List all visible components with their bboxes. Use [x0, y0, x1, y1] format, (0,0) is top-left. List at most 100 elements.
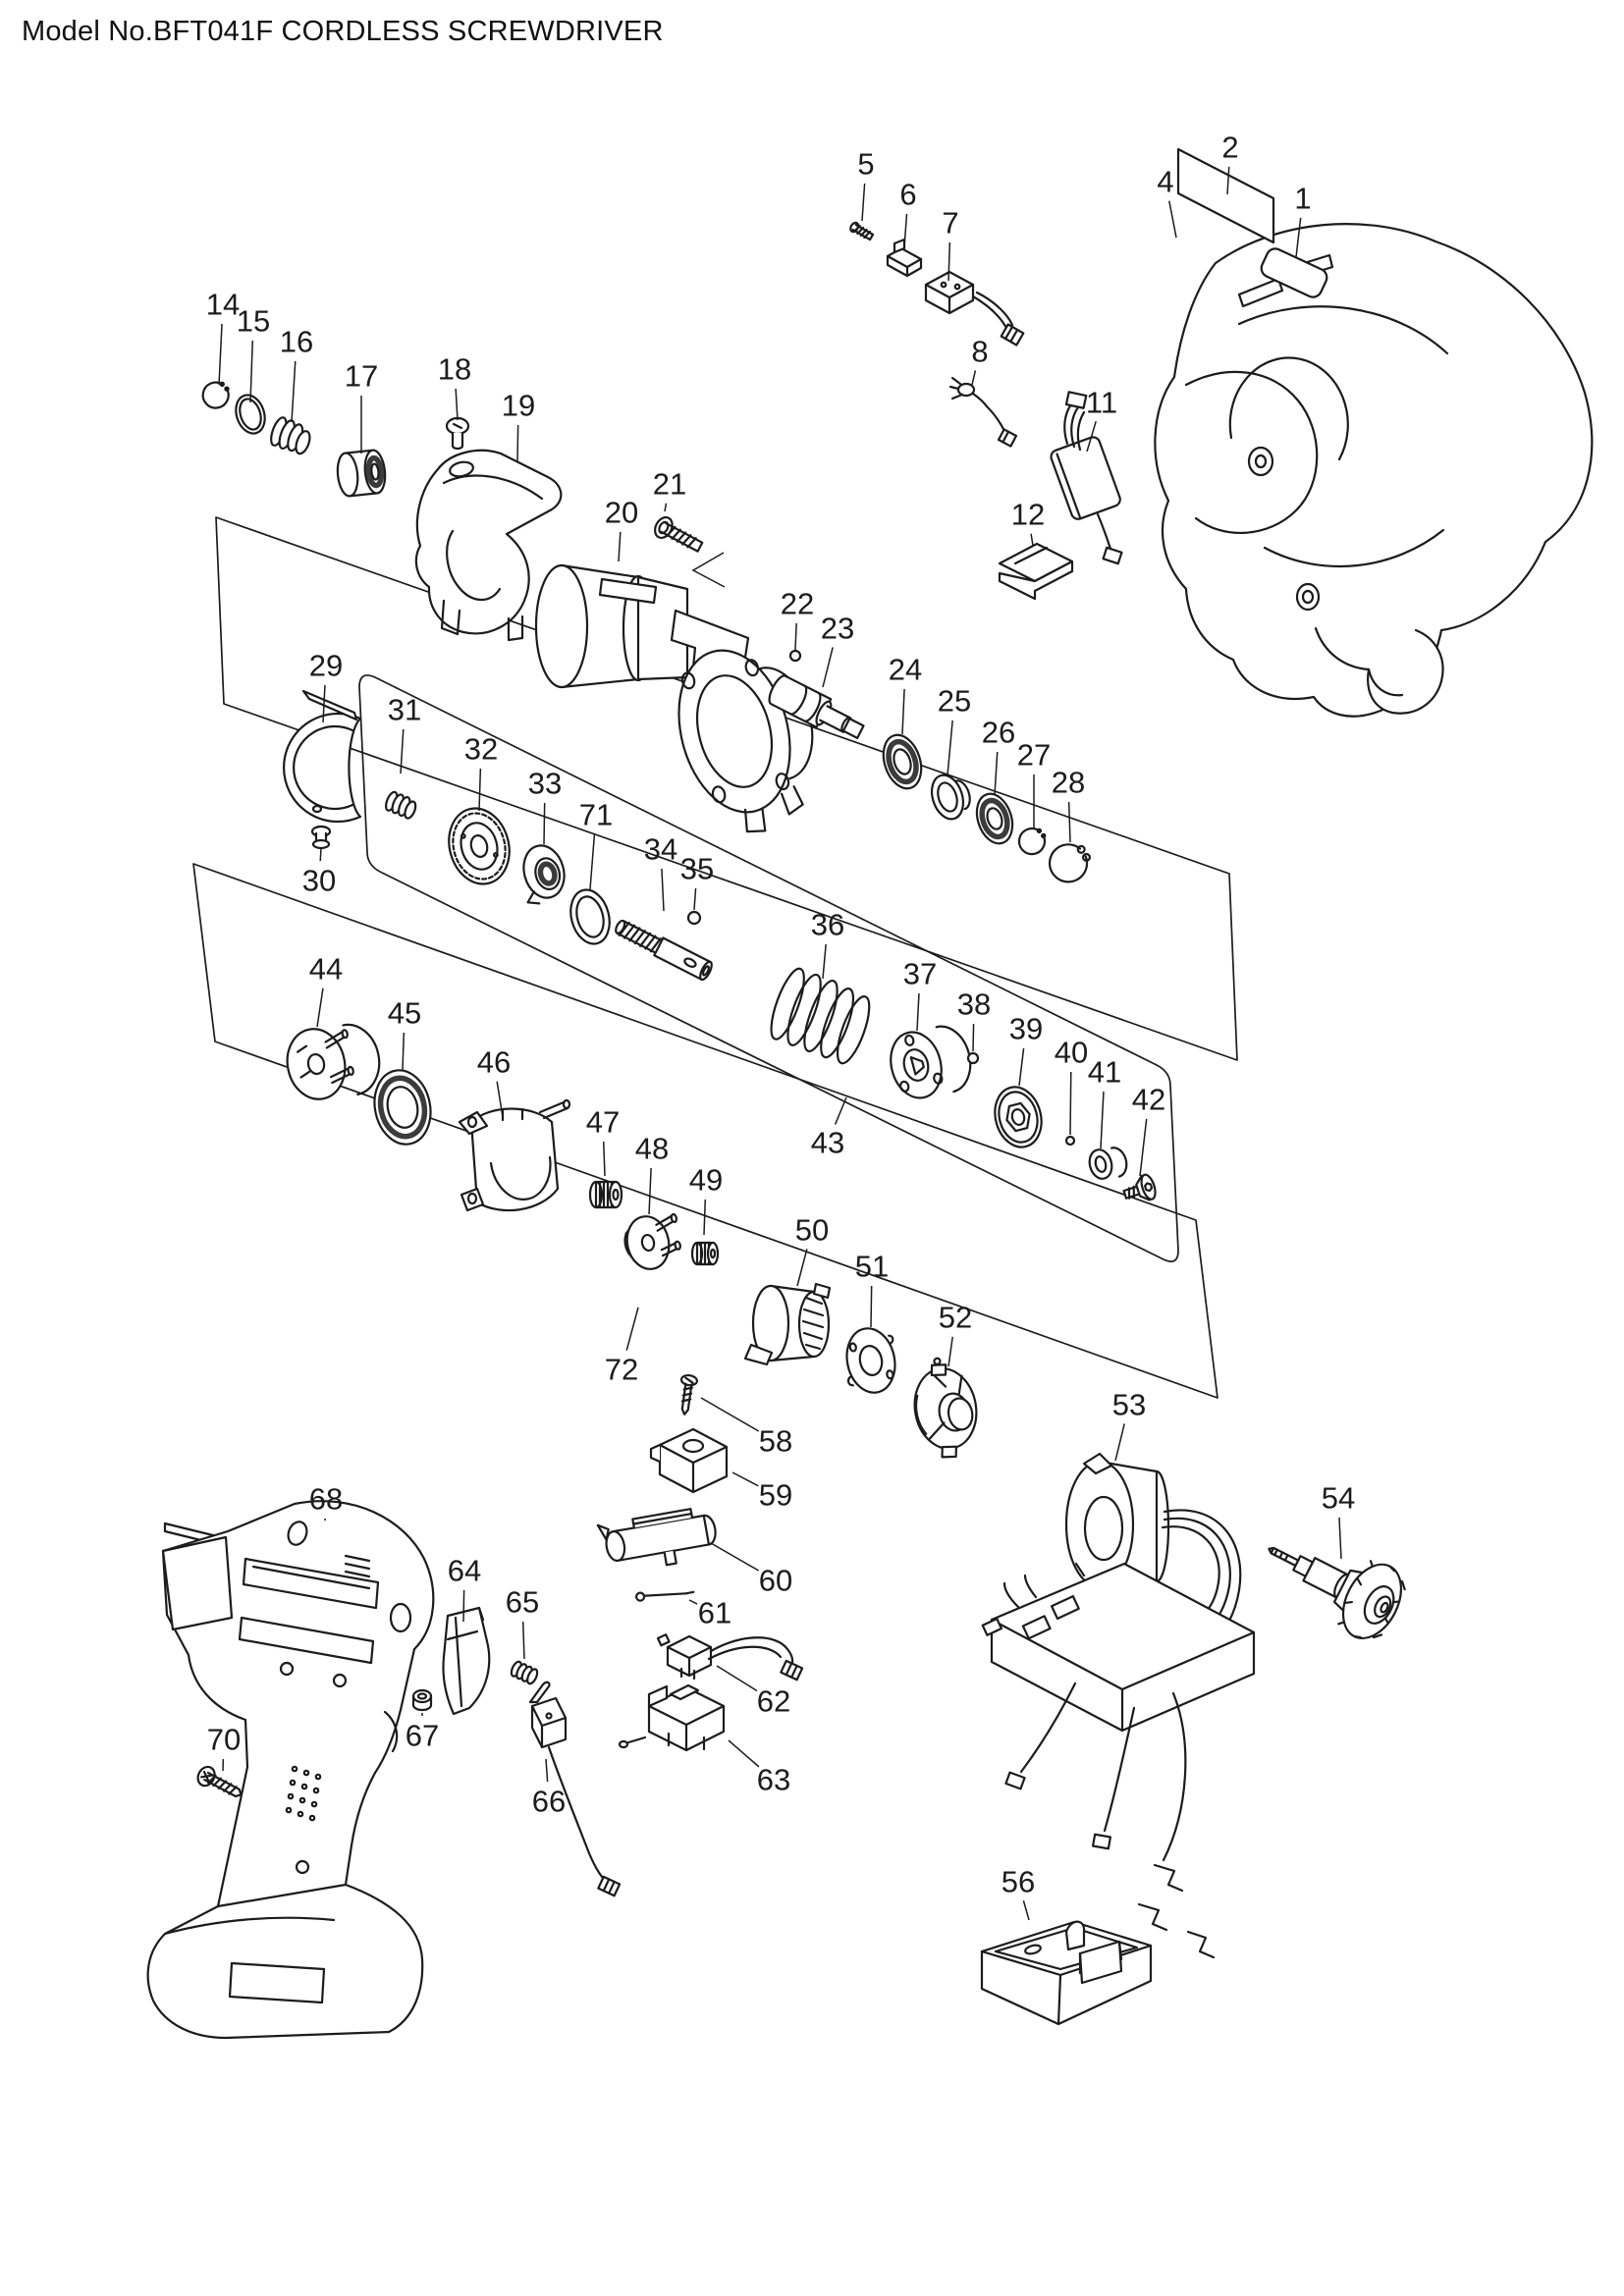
part-50-needle-sleeve-drawing — [743, 1282, 832, 1366]
part-44-gear-carrier-drawing — [286, 1023, 381, 1100]
leader-line-8 — [971, 370, 977, 386]
part-number-40: 40 — [1055, 1036, 1088, 1070]
part-12-slide-cover-drawing — [998, 542, 1074, 601]
part-60-change-lever-drawing — [596, 1508, 717, 1567]
leader-line-66 — [545, 1758, 549, 1783]
part-46-internal-gear-case-drawing — [458, 1098, 571, 1212]
part-number-41: 41 — [1088, 1055, 1121, 1090]
leader-line-31 — [400, 728, 405, 774]
part-number-48: 48 — [635, 1132, 669, 1166]
part-number-71: 71 — [579, 798, 613, 832]
part-29-clamp-shell-drawing — [282, 689, 362, 824]
leader-line-14 — [218, 323, 223, 386]
part-number-28: 28 — [1052, 766, 1085, 800]
leader-line-50 — [796, 1249, 808, 1287]
part-49-pinion-gear-drawing — [690, 1241, 720, 1266]
part-66-switch-lever-drawing — [528, 1681, 622, 1897]
part-number-56: 56 — [1001, 1865, 1035, 1899]
part-58-screw-drawing — [679, 1373, 699, 1415]
leader-line-44 — [316, 988, 324, 1028]
part-number-51: 51 — [855, 1250, 889, 1284]
part-number-52: 52 — [939, 1301, 972, 1335]
part-number-25: 25 — [938, 684, 971, 719]
leader-line-36 — [822, 943, 827, 980]
part-16-spring-drawing — [270, 416, 311, 455]
leader-line-35 — [693, 887, 697, 911]
leader-line-42 — [1139, 1118, 1148, 1177]
part-33-bearing-retainer-drawing — [522, 844, 566, 905]
part-15-o-ring-drawing — [235, 394, 266, 435]
part-number-58: 58 — [759, 1424, 792, 1459]
leader-line-21 — [664, 503, 668, 512]
part-number-35: 35 — [680, 852, 714, 886]
part-number-23: 23 — [821, 612, 854, 646]
part-59-switch-base-drawing — [649, 1427, 729, 1494]
part-number-66: 66 — [532, 1785, 566, 1819]
part-51-insulation-washer-drawing — [845, 1327, 896, 1394]
part-37-spring-seat-drawing — [890, 1025, 972, 1099]
part-34-adjust-shaft-drawing — [615, 919, 713, 982]
part-11-battery-cell-drawing — [1050, 391, 1123, 565]
leader-line-47 — [602, 1141, 606, 1177]
leader-line-62 — [716, 1665, 758, 1692]
part-42-flat-head-screw-drawing — [1122, 1173, 1157, 1201]
part-39-lock-nut-drawing — [994, 1086, 1043, 1148]
part-number-11: 11 — [1086, 386, 1117, 420]
leader-line-59 — [731, 1471, 759, 1487]
leader-line-61 — [688, 1599, 698, 1605]
part-number-32: 32 — [464, 732, 498, 767]
part-number-65: 65 — [506, 1585, 539, 1620]
part-20-gear-housing-drawing — [534, 563, 814, 833]
leader-line-20 — [618, 531, 622, 562]
part-5-screw-drawing — [849, 221, 875, 241]
leader-line-18 — [455, 388, 459, 421]
leader-line-19 — [516, 424, 519, 462]
part-number-45: 45 — [388, 996, 421, 1031]
part-number-37: 37 — [903, 957, 937, 991]
leader-line-53 — [1114, 1423, 1125, 1462]
part-38-steel-ball-drawing — [966, 1051, 980, 1065]
leader-line-46 — [496, 1081, 504, 1118]
leader-line-25 — [947, 720, 953, 776]
panel-gear-subassembly — [192, 863, 1218, 1399]
leader-line-34 — [661, 868, 665, 912]
part-number-46: 46 — [477, 1045, 511, 1080]
leader-line-28 — [1067, 801, 1071, 843]
leader-line-6 — [903, 213, 908, 248]
leader-line-15 — [249, 340, 254, 403]
leader-line-11 — [1086, 420, 1097, 453]
part-number-31: 31 — [388, 693, 421, 727]
part-61-link-pin-drawing — [634, 1590, 695, 1602]
part-7-switch-block-drawing — [924, 270, 1025, 347]
part-number-39: 39 — [1009, 1012, 1043, 1046]
part-65-trigger-spring-drawing — [510, 1660, 539, 1685]
part-number-5: 5 — [857, 147, 874, 182]
leader-line-52 — [947, 1336, 953, 1367]
part-52-end-bracket-drawing — [913, 1357, 978, 1459]
leader-line-54 — [1338, 1517, 1342, 1560]
part-number-18: 18 — [438, 352, 471, 387]
part-number-26: 26 — [982, 716, 1015, 750]
part-62-micro-switch-drawing — [656, 1633, 804, 1682]
part-number-63: 63 — [757, 1763, 790, 1797]
part-45-ring-bearing-drawing — [373, 1069, 432, 1146]
part-number-6: 6 — [899, 178, 916, 212]
part-18-screw-drawing — [445, 416, 470, 451]
part-6-terminal-clip-drawing — [886, 238, 923, 278]
part-number-38: 38 — [957, 988, 991, 1022]
leader-line-33 — [543, 802, 546, 845]
leader-line-71 — [589, 833, 596, 890]
part-68-handle-housing-drawing — [146, 1500, 435, 2040]
part-32-bevel-gear-drawing — [448, 807, 511, 885]
part-number-14: 14 — [206, 288, 240, 322]
part-number-59: 59 — [759, 1478, 792, 1513]
part-number-60: 60 — [759, 1564, 792, 1598]
leader-line-40 — [1069, 1071, 1072, 1136]
part-number-4: 4 — [1157, 165, 1173, 199]
part-number-61: 61 — [698, 1596, 731, 1630]
part-54-armature-drawing — [1268, 1546, 1406, 1639]
part-36-main-spring-drawing — [770, 967, 871, 1065]
part-47-pinion-gear-drawing — [588, 1180, 623, 1209]
controller-board-drawing — [981, 1562, 1256, 1959]
